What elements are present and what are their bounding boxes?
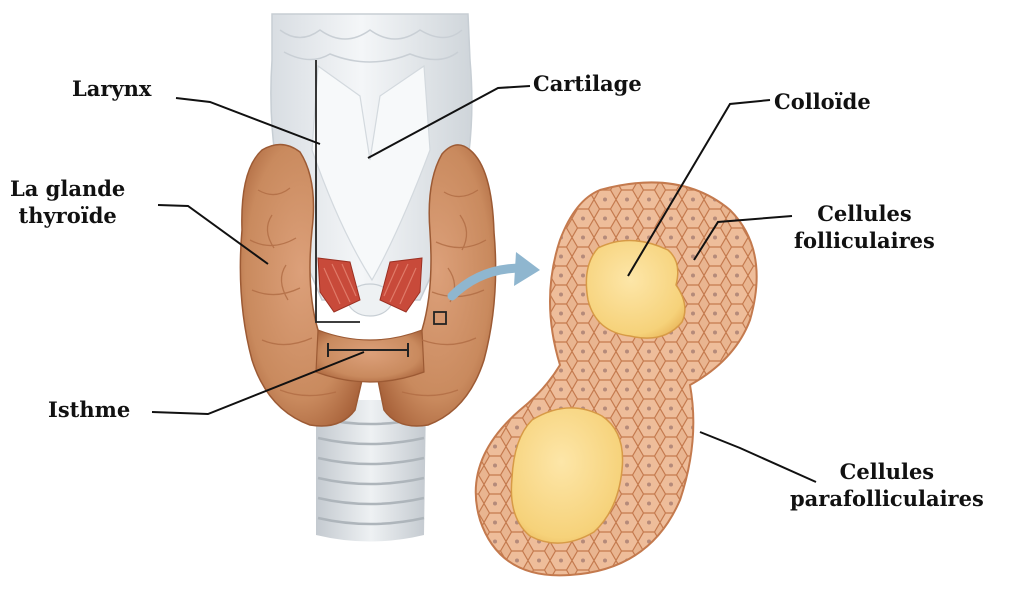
label-thyroid-line1: La glande xyxy=(10,175,125,202)
label-isthme: Isthme xyxy=(48,396,130,423)
label-colloide: Colloïde xyxy=(774,88,871,115)
thyroid-follicles xyxy=(476,182,757,575)
label-cartilage: Cartilage xyxy=(533,70,642,97)
label-follicular-line1: Cellules xyxy=(794,200,935,227)
label-para-line2: parafolliculaires xyxy=(790,485,984,512)
label-colloide-text: Colloïde xyxy=(774,88,871,115)
label-larynx-text: Larynx xyxy=(72,75,151,102)
label-cartilage-text: Cartilage xyxy=(533,70,642,97)
label-larynx: Larynx xyxy=(72,75,151,102)
label-isthme-text: Isthme xyxy=(48,396,130,423)
colloid-upper xyxy=(586,240,685,338)
label-thyroid-line2: thyroïde xyxy=(10,202,125,229)
label-follicular-line2: folliculaires xyxy=(794,227,935,254)
label-follicular-cells: Cellules folliculaires xyxy=(794,200,935,254)
label-para-line1: Cellules xyxy=(790,458,984,485)
label-parafollicular-cells: Cellules parafolliculaires xyxy=(790,458,984,512)
label-thyroid-gland: La glande thyroïde xyxy=(10,175,125,229)
larynx-thyroid-illustration xyxy=(240,14,495,542)
